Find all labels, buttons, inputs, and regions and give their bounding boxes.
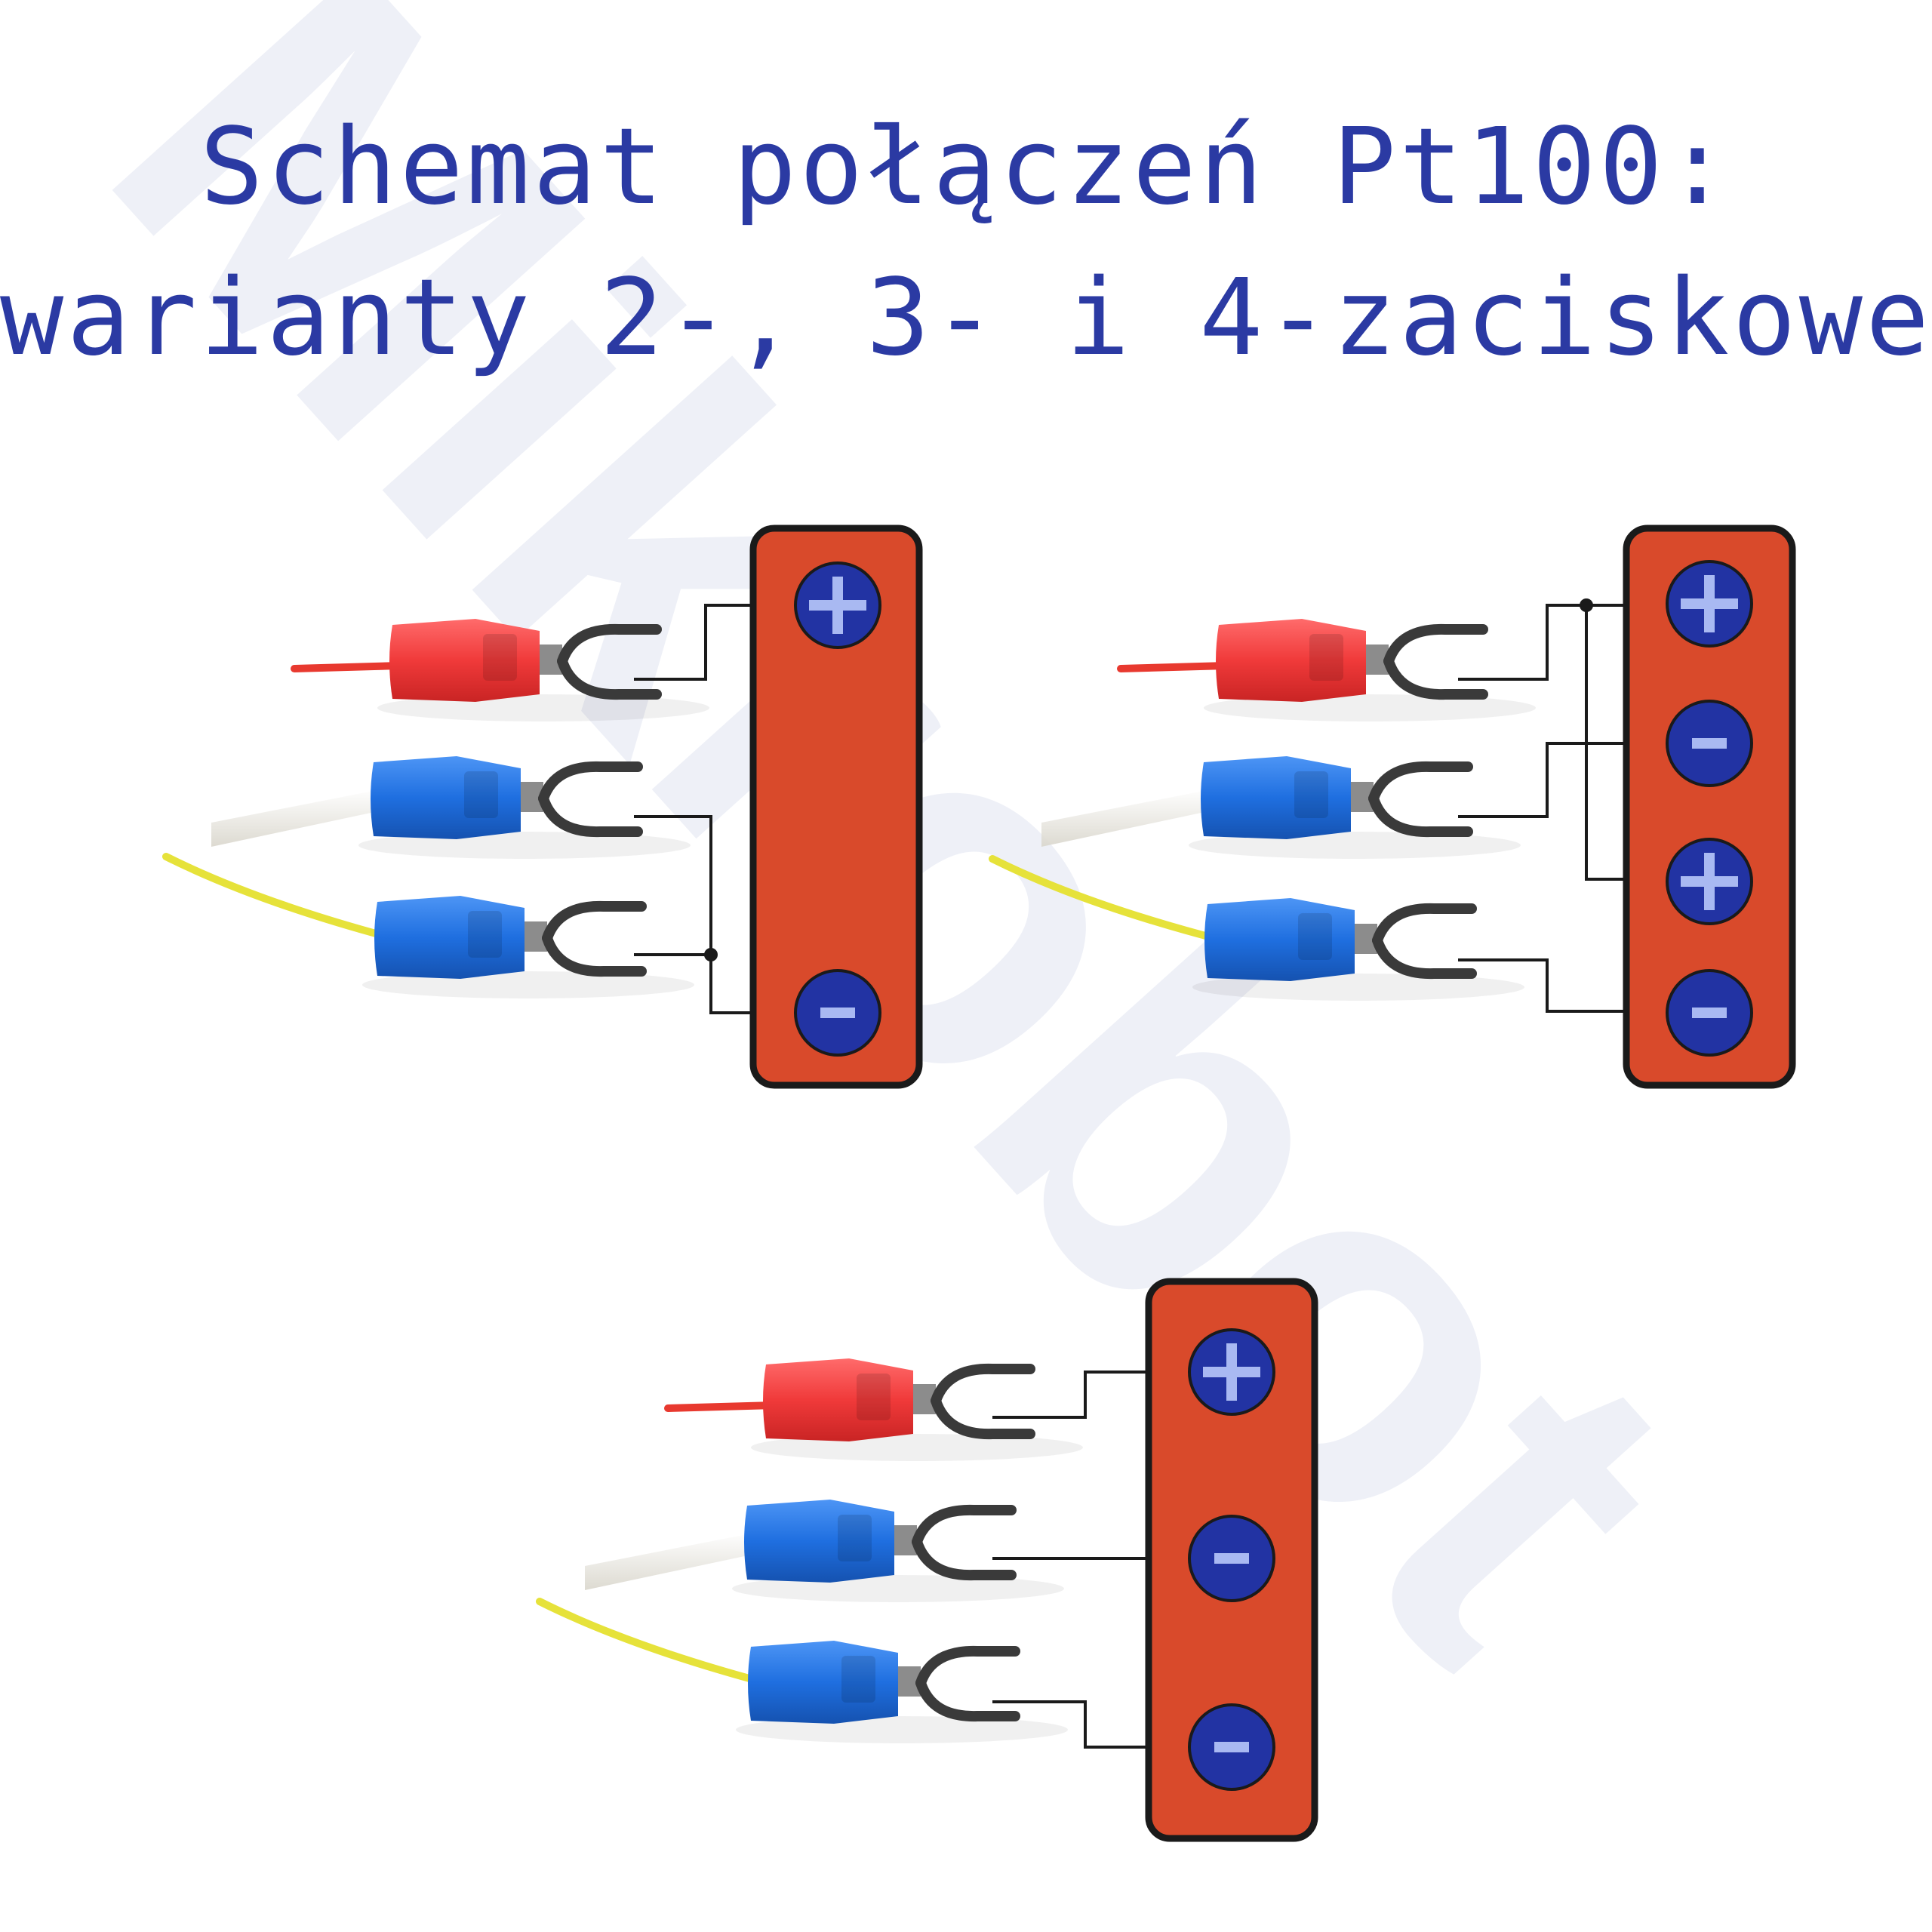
diagram-4-terminal xyxy=(1458,525,1796,1089)
terminal-plus-icon xyxy=(1666,838,1753,925)
diagram-3-terminal xyxy=(992,1278,1318,1842)
page-title-line-1: Schemat połączeń Pt100: xyxy=(199,106,1733,229)
lug-white xyxy=(211,756,691,859)
page-title-line-2: warianty 2-, 3- i 4-zaciskowe xyxy=(0,257,1932,380)
terminal-block xyxy=(1623,525,1796,1089)
terminal-plus-icon xyxy=(794,561,881,649)
terminal-minus-icon xyxy=(1666,700,1753,787)
lug-yellow xyxy=(989,855,1524,1001)
terminal-plus-icon xyxy=(1666,560,1753,648)
junction-dot xyxy=(1580,598,1593,612)
lug-red xyxy=(664,1358,1083,1461)
junction-dot xyxy=(704,948,718,961)
terminal-minus-icon xyxy=(794,969,881,1057)
terminal-minus-icon xyxy=(1666,969,1753,1057)
terminal-minus-icon xyxy=(1188,1515,1275,1602)
lug-red xyxy=(291,619,709,721)
lug-white xyxy=(585,1500,1064,1602)
diagram-2-terminal xyxy=(634,525,923,1089)
terminal-plus-icon xyxy=(1188,1328,1275,1416)
terminal-minus-icon xyxy=(1188,1703,1275,1791)
lug-yellow xyxy=(162,853,694,998)
terminal-block xyxy=(749,525,923,1089)
lug-white xyxy=(1041,756,1521,859)
connector-lugs xyxy=(162,619,1536,1743)
lug-red xyxy=(1117,619,1536,721)
lug-yellow xyxy=(536,1598,1068,1743)
